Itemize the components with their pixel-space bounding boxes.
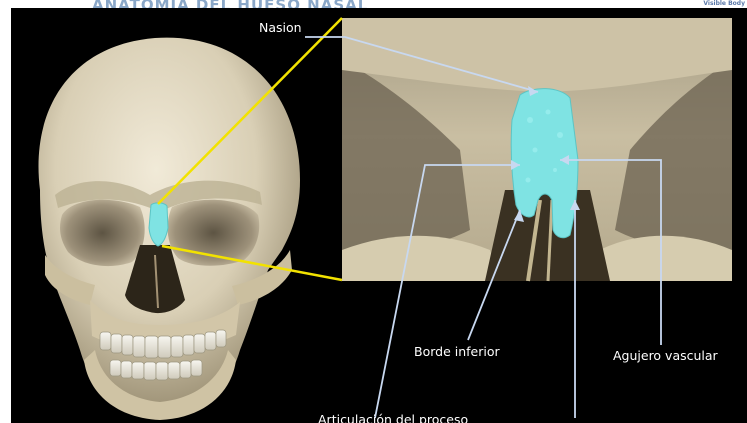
label-borde-inferior: Borde inferior [414,344,500,359]
label-agujero-vascular: Agujero vascular [613,348,718,363]
label-nasion: Nasion [259,20,302,35]
skull-illustration [38,38,300,420]
label-articulacion: Articulación del proceso [318,412,468,423]
zoom-panel [342,18,732,281]
